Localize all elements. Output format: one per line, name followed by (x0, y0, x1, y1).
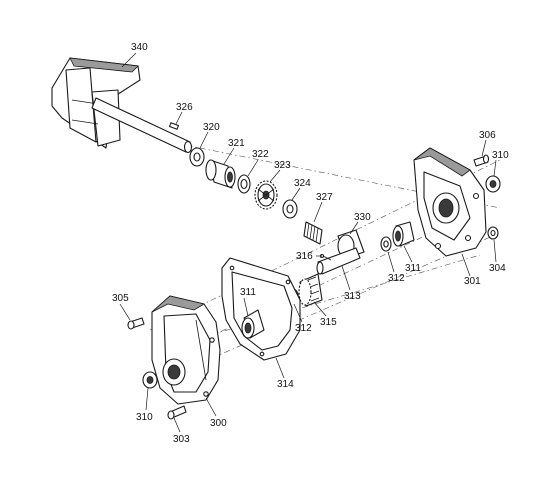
callout-306: 306 (479, 130, 496, 141)
callout-303: 303 (173, 434, 190, 445)
bearing-321 (205, 159, 236, 189)
callout-324: 324 (294, 178, 311, 189)
callout-323: 323 (274, 160, 291, 171)
callout-313: 313 (344, 291, 361, 302)
gear-323 (254, 180, 278, 210)
nut-310-right (485, 175, 501, 193)
washer-322 (237, 174, 251, 194)
callout-326: 326 (176, 102, 193, 113)
callout-304: 304 (489, 263, 506, 274)
callout-labels: 340 326 320 321 322 323 324 327 330 306 … (112, 42, 509, 445)
callout-315: 315 (320, 317, 337, 328)
washer-312-upper (380, 236, 392, 252)
shaft-313 (316, 247, 361, 275)
callout-310-left: 310 (136, 412, 153, 423)
leader-lines (119, 52, 497, 433)
callout-301: 301 (464, 276, 481, 287)
auger-shaft-assembly-340 (51, 57, 193, 154)
washer-320 (189, 147, 205, 167)
callout-340: 340 (131, 42, 148, 53)
callout-311-upper: 311 (405, 263, 421, 274)
callout-327: 327 (316, 192, 333, 203)
gasket-314 (221, 257, 301, 361)
callout-311-lower: 311 (240, 287, 256, 298)
bushing-311-upper (392, 221, 415, 247)
callout-310-right: 310 (492, 150, 509, 161)
callout-330: 330 (354, 212, 371, 223)
gear-housing-301 (413, 147, 487, 257)
screw-305 (127, 317, 145, 330)
pinion-gear-315 (298, 273, 323, 307)
gear-housing-300 (151, 295, 221, 405)
callout-305: 305 (112, 293, 129, 304)
nut-304 (487, 226, 499, 240)
callout-314: 314 (277, 379, 294, 390)
callout-322: 322 (252, 149, 269, 160)
washer-324 (282, 199, 298, 219)
callout-312-upper: 312 (388, 273, 405, 284)
callout-321: 321 (228, 138, 245, 149)
screw-303 (167, 405, 187, 420)
screw-306 (473, 154, 490, 167)
callout-316: 316 (296, 251, 313, 262)
callout-320: 320 (203, 122, 220, 133)
key-326 (169, 122, 179, 130)
callout-300: 300 (210, 418, 227, 429)
bushing-311-lower (241, 309, 265, 339)
worm-gear-327 (303, 221, 323, 245)
callout-312-lower: 312 (295, 323, 312, 334)
nut-310-left (142, 371, 158, 389)
